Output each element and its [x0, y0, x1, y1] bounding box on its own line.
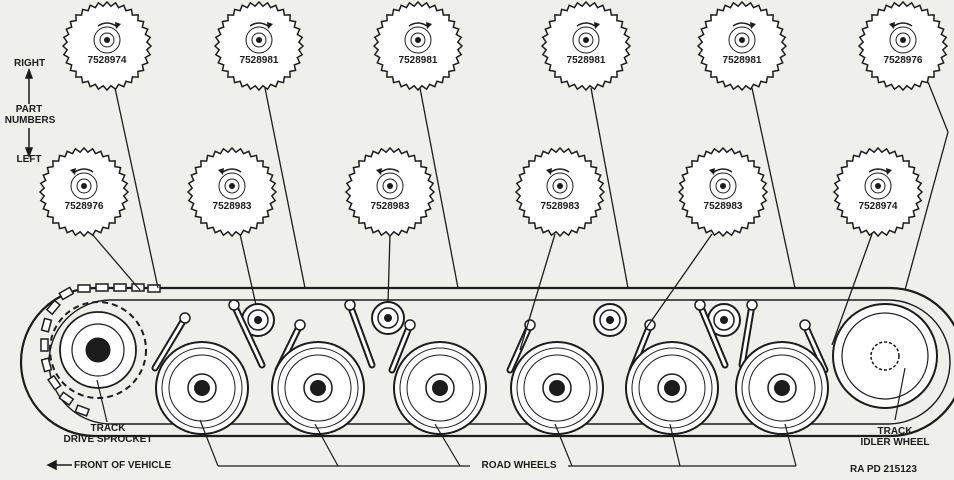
suspension-arm-8 [694, 299, 729, 369]
support-roller-4 [707, 303, 741, 337]
left-gear-1-part-number: 7528976 [64, 201, 104, 212]
road-wheels-bracket [199, 419, 797, 467]
idler-label-line1: TRACK [877, 426, 913, 437]
leader-line-11 [519, 233, 556, 351]
road-wheels-label: ROAD WHEELS [481, 460, 557, 471]
sprocket-chain [40, 283, 161, 417]
right-gear-6-part-number: 7528976 [883, 55, 923, 66]
left-gear-2-part-number: 7528983 [212, 201, 252, 212]
leader-line-3 [419, 87, 459, 289]
left-gear-5-part-number: 7528983 [703, 201, 743, 212]
leader-line-9 [239, 233, 257, 306]
left-gear-4-part-number: 7528983 [540, 201, 580, 212]
drive-sprocket [49, 301, 147, 399]
leader-line-6 [927, 81, 949, 133]
idler-wheel [832, 303, 938, 409]
support-roller-2 [371, 301, 405, 335]
leader-lines [91, 81, 949, 351]
reference-number: RA PD 215123 [850, 464, 917, 475]
right-gear-4 [540, 0, 632, 92]
leader-line-1 [114, 87, 159, 289]
road-wheel-6 [735, 341, 829, 435]
road-wheel-5 [625, 341, 719, 435]
part-numbers-bracket [24, 67, 34, 159]
right-gear-3-part-number: 7528981 [398, 55, 438, 66]
left-gear-5 [677, 146, 769, 238]
right-gear-5 [696, 0, 788, 92]
suspension-arm-6 [506, 319, 536, 374]
front-of-vehicle-label: FRONT OF VEHICLE [74, 460, 172, 471]
support-roller-3 [593, 303, 627, 337]
left-gear-3 [344, 146, 436, 238]
suspension-arm-9 [738, 299, 758, 369]
road-wheel-1 [155, 341, 249, 435]
left-gear-1 [38, 146, 130, 238]
suspension-arm-2 [228, 299, 266, 369]
sprocket-idler-pointers [96, 367, 906, 423]
sprocket-label-line1: TRACK [90, 423, 126, 434]
idler-label-line2: IDLER WHEEL [860, 437, 930, 448]
left-gear-3-part-number: 7528983 [370, 201, 410, 212]
right-gear-6 [857, 0, 949, 92]
road-wheel-3 [393, 341, 487, 435]
left-gear-6 [832, 146, 924, 238]
leader-line-4 [590, 87, 629, 289]
suspension-arm-10 [799, 319, 829, 374]
leader-line-10 [387, 233, 391, 303]
left-gear-4 [514, 146, 606, 238]
track-belt [19, 286, 954, 438]
gear-callouts [38, 0, 949, 238]
leader-line-5 [751, 87, 796, 289]
leader-line-7 [904, 131, 949, 291]
left-gear-2 [186, 146, 278, 238]
right-label: RIGHT [14, 58, 46, 69]
right-gear-2-part-number: 7528981 [239, 55, 279, 66]
part-label: PART [15, 104, 43, 115]
right-gear-3 [372, 0, 464, 92]
suspension-arms [151, 299, 829, 374]
suspension-arm-5 [388, 319, 416, 374]
road-wheel-2 [271, 341, 365, 435]
leader-line-13 [831, 233, 873, 346]
right-gear-1 [61, 0, 153, 92]
leader-line-2 [264, 87, 306, 289]
right-gear-5-part-number: 7528981 [722, 55, 762, 66]
left-gear-6-part-number: 7528974 [858, 201, 898, 212]
suspension-arm-1 [151, 312, 191, 372]
leader-line-8 [91, 233, 141, 291]
numbers-label: NUMBERS [4, 115, 56, 126]
suspension-arm-4 [344, 299, 376, 369]
road-wheels [155, 341, 829, 435]
road-wheel-4 [510, 341, 604, 435]
right-gear-1-part-number: 7528974 [87, 55, 127, 66]
left-label: LEFT [16, 154, 42, 165]
sprocket-label-line2: DRIVE SPROCKET [63, 434, 153, 445]
support-rollers [241, 301, 741, 337]
right-gear-2 [213, 0, 305, 92]
right-gear-4-part-number: 7528981 [566, 55, 606, 66]
front-arrow [46, 459, 72, 471]
leader-line-12 [644, 233, 713, 331]
